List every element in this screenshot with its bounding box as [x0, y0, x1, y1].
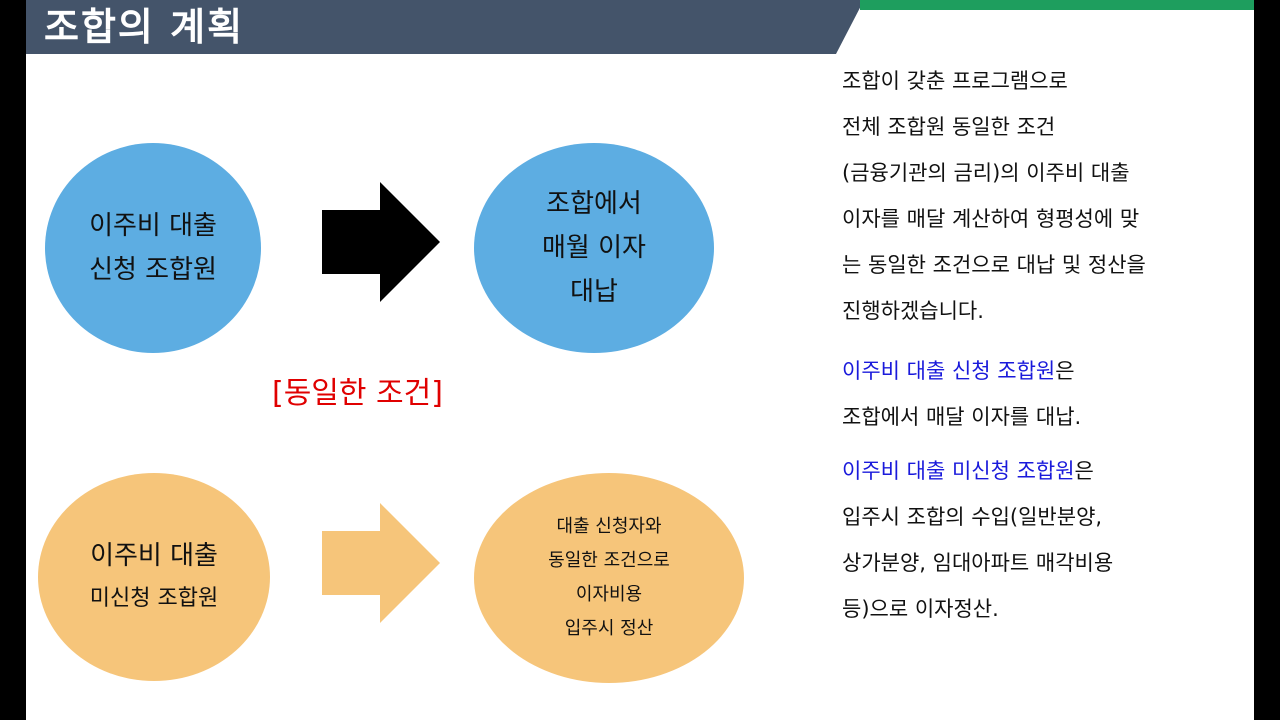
non-applicant-circle: 이주비 대출 미신청 조합원 — [38, 473, 270, 681]
settlement-circle-line1: 대출 신청자와 — [556, 516, 662, 537]
page-title: 조합의 계획 — [44, 5, 245, 49]
left-letterbox — [0, 0, 26, 720]
right-letterbox — [1254, 0, 1280, 720]
title-bar-shape — [26, 0, 864, 54]
paragraph-spacer — [842, 334, 1248, 348]
explanation-line: 상가분양, 임대아파트 매각비용 — [842, 551, 1114, 575]
non-applicant-highlight: 이주비 대출 미신청 조합원 — [842, 459, 1075, 483]
applicant-suffix: 은 — [1055, 359, 1075, 383]
non-applicant-heading-line: 이주비 대출 미신청 조합원은 — [842, 448, 1248, 494]
settlement-circle-line4: 입주시 정산 — [564, 618, 654, 639]
explanation-line: 진행하겠습니다. — [842, 299, 984, 323]
settlement-circle: 대출 신청자와 동일한 조건으로 이자비용 입주시 정산 — [474, 473, 744, 683]
applicant-highlight: 이주비 대출 신청 조합원 — [842, 359, 1056, 383]
green-accent-strip — [860, 0, 1254, 10]
non-applicant-circle-line2: 미신청 조합원 — [89, 586, 219, 611]
non-applicant-suffix: 은 — [1074, 459, 1094, 483]
condition-label: [동일한 조건] — [272, 376, 443, 411]
title-bar: 조합의 계획 — [26, 0, 864, 54]
explanation-line: (금융기관의 금리)의 이주비 대출 — [842, 161, 1130, 185]
explanation-line: 등)으로 이자정산. — [842, 597, 999, 621]
applicant-circle: 이주비 대출 신청 조합원 — [45, 143, 261, 353]
settlement-circle-line3: 이자비용 — [575, 584, 643, 605]
union-circle-line3: 대납 — [570, 277, 618, 307]
union-payment-circle: 조합에서 매월 이자 대납 — [474, 143, 714, 353]
explanation-line: 전체 조합원 동일한 조건 — [842, 115, 1056, 139]
orange-right-arrow-icon — [322, 503, 440, 623]
applicant-circle-line2: 신청 조합원 — [89, 255, 217, 285]
applicant-heading-line: 이주비 대출 신청 조합원은 — [842, 348, 1248, 394]
explanation-line: 조합이 갖춘 프로그램으로 — [842, 69, 1068, 93]
explanation-line: 조합에서 매달 이자를 대납. — [842, 405, 1082, 429]
non-applicant-circle-line1: 이주비 대출 — [90, 541, 218, 571]
explanation-panel: 조합이 갖춘 프로그램으로 전체 조합원 동일한 조건 (금융기관의 금리)의 … — [842, 58, 1248, 632]
union-circle-line1: 조합에서 — [546, 189, 642, 219]
settlement-circle-line2: 동일한 조건으로 — [548, 550, 670, 571]
union-circle-line2: 매월 이자 — [542, 233, 646, 263]
paragraph-spacer — [842, 440, 1248, 448]
applicant-circle-line1: 이주비 대출 — [89, 211, 217, 241]
black-right-arrow-icon — [322, 182, 440, 302]
explanation-line: 입주시 조합의 수입(일반분양, — [842, 505, 1103, 529]
explanation-line: 는 동일한 조건으로 대납 및 정산을 — [842, 253, 1146, 277]
explanation-line: 이자를 매달 계산하여 형평성에 맞 — [842, 207, 1140, 231]
